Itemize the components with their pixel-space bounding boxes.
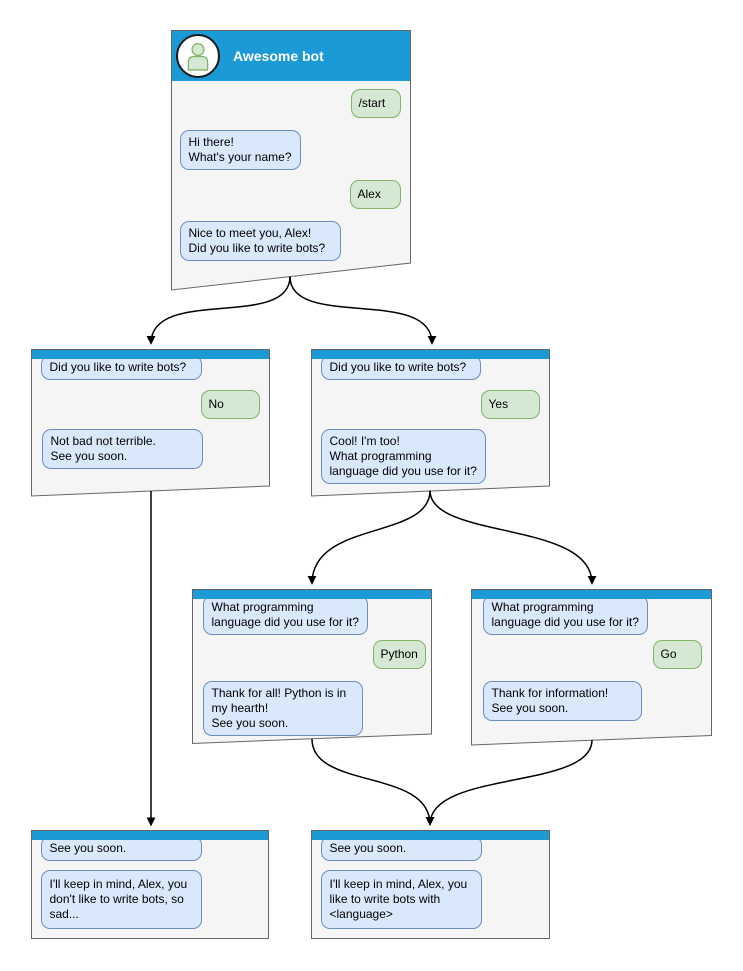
avatar xyxy=(176,34,220,78)
chat-window-start: Awesome bot /start Hi there! What's your… xyxy=(172,31,411,291)
bot-message-bubble: Not bad not terrible. See you soon. xyxy=(41,428,203,469)
bot-message-bubble: I'll keep in mind, Alex, you don't like … xyxy=(40,869,202,929)
user-message-bubble: No xyxy=(200,389,260,419)
window-title-bar xyxy=(32,350,269,359)
bot-message-bubble: Hi there! What's your name? xyxy=(179,129,301,170)
chat-window-branch-no: Did you like to write bots? No Not bad n… xyxy=(32,350,270,497)
bot-message-bubble: Thank for information! See you soon. xyxy=(482,680,642,721)
connector-start-to-yes-branch xyxy=(289,276,437,345)
person-icon xyxy=(187,43,209,71)
user-message-bubble: Yes xyxy=(480,389,540,419)
user-message-bubble: Python xyxy=(372,639,426,669)
connector-yes-to-go xyxy=(429,490,597,585)
quoted-message-bubble: What programming language did you use fo… xyxy=(482,594,648,635)
quoted-message-bubble: What programming language did you use fo… xyxy=(202,594,368,635)
bot-message-bubble: Thank for all! Python is in my hearth! S… xyxy=(202,680,363,736)
connector-yes-to-python xyxy=(307,490,431,585)
connector-go-to-end-positive xyxy=(425,739,593,826)
bot-message-bubble: I'll keep in mind, Alex, you like to wri… xyxy=(320,869,482,929)
user-message-bubble: Alex xyxy=(349,179,401,209)
window-title-bar xyxy=(312,831,549,840)
bot-message-bubble: Cool! I'm too! What programming language… xyxy=(320,428,486,484)
window-title: Awesome bot xyxy=(233,48,324,64)
connector-python-to-end-positive xyxy=(311,738,435,826)
window-title-bar xyxy=(312,350,549,359)
window-title-bar: Awesome bot xyxy=(172,31,410,81)
connector-start-to-no-branch xyxy=(146,276,291,345)
chat-window-branch-go: What programming language did you use fo… xyxy=(472,590,712,746)
chat-window-branch-python: What programming language did you use fo… xyxy=(193,590,432,746)
window-title-bar xyxy=(472,590,711,599)
window-title-bar xyxy=(32,831,268,840)
window-title-bar xyxy=(193,590,431,599)
user-message-bubble: /start xyxy=(350,88,401,118)
bot-message-bubble: Nice to meet you, Alex! Did you like to … xyxy=(179,220,341,261)
chat-window-end-negative: See you soon. I'll keep in mind, Alex, y… xyxy=(32,831,269,939)
chat-window-branch-yes: Did you like to write bots? Yes Cool! I'… xyxy=(312,350,550,497)
chat-window-end-positive: See you soon. I'll keep in mind, Alex, y… xyxy=(312,831,550,939)
user-message-bubble: Go xyxy=(652,639,702,669)
